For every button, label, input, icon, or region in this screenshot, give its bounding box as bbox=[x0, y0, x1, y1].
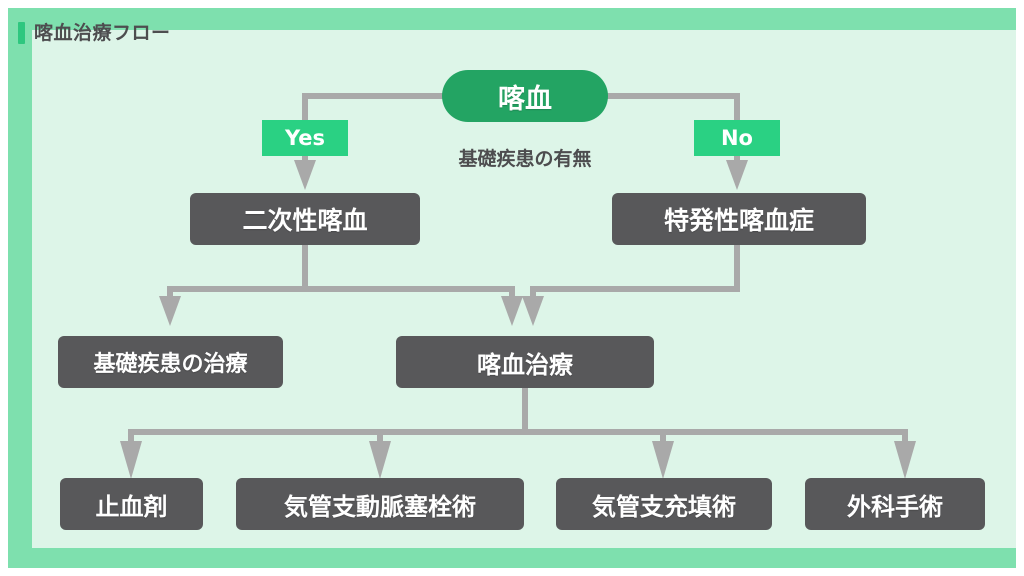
node-surgery[interactable]: 外科手術 bbox=[805, 478, 985, 530]
connector-to-treatbase-drop bbox=[167, 286, 173, 300]
connector-idiopathic-drop bbox=[530, 286, 536, 300]
connector-root-no-vertical bbox=[734, 93, 740, 120]
branch-badge-yes: Yes bbox=[262, 120, 348, 156]
node-idiopathic-hemoptysis[interactable]: 特発性喀血症 bbox=[612, 193, 866, 245]
node-hemostatic-agent[interactable]: 止血剤 bbox=[60, 478, 203, 530]
arrowhead-to-filling bbox=[652, 441, 674, 479]
connector-idiopathic-bus bbox=[530, 286, 740, 292]
connector-secondary-stem bbox=[302, 245, 308, 292]
connector-root-yes-vertical bbox=[302, 93, 308, 120]
connector-drop-filling bbox=[660, 429, 666, 445]
arrowhead-to-idiopathic bbox=[726, 160, 748, 190]
connector-secondary-bus bbox=[167, 286, 515, 292]
arrowhead-secondary-to-treat-hemo bbox=[501, 296, 523, 326]
connector-idiopathic-stem bbox=[734, 245, 740, 292]
arrowhead-idiopathic-to-treat-hemo bbox=[522, 296, 544, 326]
node-secondary-hemoptysis[interactable]: 二次性喀血 bbox=[190, 193, 420, 245]
connector-bottom-bus bbox=[128, 429, 908, 435]
arrowhead-to-secondary bbox=[294, 160, 316, 190]
decision-label: 基礎疾患の有無 bbox=[458, 148, 592, 170]
node-treat-underlying-disease[interactable]: 基礎疾患の治療 bbox=[58, 336, 283, 388]
connector-drop-surgery bbox=[902, 429, 908, 445]
node-hemoptysis-treatment[interactable]: 喀血治療 bbox=[396, 336, 654, 388]
connector-secondary-to-treathemo-drop bbox=[509, 286, 515, 300]
title-accent-bar bbox=[18, 22, 25, 44]
node-bronchial-filling[interactable]: 気管支充填術 bbox=[556, 478, 772, 530]
arrowhead-to-surgery bbox=[894, 441, 916, 479]
branch-badge-no: No bbox=[694, 120, 780, 156]
arrowhead-to-hemostatic bbox=[120, 441, 142, 479]
title-text: 喀血治療フロー bbox=[34, 22, 171, 44]
arrowhead-to-treat-base bbox=[159, 296, 181, 326]
connector-treathemo-stem bbox=[522, 388, 528, 434]
node-bronchial-artery-embolization[interactable]: 気管支動脈塞栓術 bbox=[236, 478, 524, 530]
arrowhead-to-bae bbox=[369, 441, 391, 479]
connector-root-yes-horizontal bbox=[302, 93, 444, 99]
node-root[interactable]: 喀血 bbox=[442, 70, 608, 122]
connector-drop-bae bbox=[377, 429, 383, 445]
page-title: 喀血治療フロー bbox=[18, 22, 171, 44]
connector-drop-hemostatic bbox=[128, 429, 134, 445]
connector-root-no-horizontal bbox=[606, 93, 737, 99]
